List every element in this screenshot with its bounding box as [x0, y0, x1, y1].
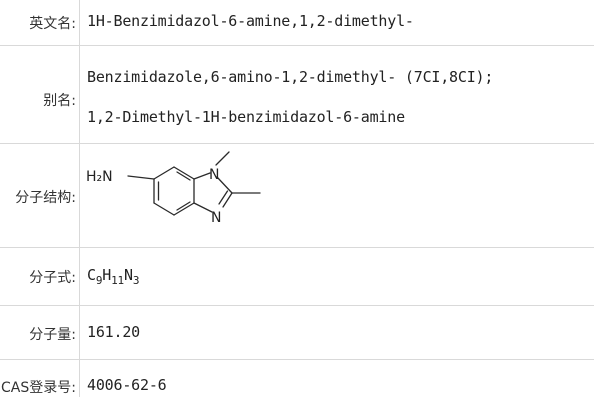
- column-divider: [79, 0, 80, 397]
- cas-value: 4006-62-6: [87, 376, 167, 394]
- weight-label: 分子量:: [29, 327, 76, 343]
- double-bond-c2-n3: [218, 190, 229, 205]
- bond-c7-c8: [153, 202, 175, 216]
- bond-c4-c5: [173, 166, 195, 180]
- formula-count: 9: [95, 274, 103, 287]
- formula-element: H: [102, 266, 112, 284]
- bond-c6-c7: [173, 202, 195, 216]
- alias-line-2: 1,2-Dimethyl-1H-benzimidazol-6-amine: [87, 108, 405, 126]
- bond-c9-c4: [153, 166, 175, 180]
- double-bond-inner-2: [176, 201, 191, 211]
- row-weight: 分子量: 161.20: [0, 306, 594, 360]
- bond-c5-n1: [193, 172, 211, 180]
- bond-n1-methyl: [215, 151, 230, 166]
- bond-n3-c6: [193, 202, 213, 213]
- formula-value: C9H11N3: [87, 266, 140, 287]
- weight-value: 161.20: [87, 323, 140, 341]
- english-name-value: 1H-Benzimidazol-6-amine,1,2-dimethyl-: [87, 12, 414, 30]
- molecule-structure-diagram: H₂N N N: [86, 151, 261, 226]
- row-formula: 分子式: C9H11N3: [0, 248, 594, 306]
- bond-c2-n3: [222, 192, 233, 208]
- bond-amine: [127, 175, 155, 180]
- formula-label: 分子式:: [29, 270, 76, 286]
- formula-element: C: [87, 266, 96, 284]
- row-cas: CAS登录号: 4006-62-6: [0, 360, 594, 397]
- atom-label-amine: H₂N: [86, 169, 113, 185]
- formula-count: 11: [111, 274, 124, 287]
- atom-label-n1: N: [209, 167, 219, 183]
- english-name-label: 英文名:: [29, 16, 76, 32]
- row-alias: 别名: Benzimidazole,6-amino-1,2-dimethyl- …: [0, 46, 594, 144]
- formula-element: N: [123, 266, 133, 284]
- row-structure: 分子结构:: [0, 144, 594, 248]
- double-bond-inner-1: [176, 171, 191, 181]
- structure-label: 分子结构:: [15, 190, 76, 206]
- bond-n1-c2: [216, 176, 233, 194]
- alias-label: 别名:: [43, 93, 76, 109]
- alias-line-1: Benzimidazole,6-amino-1,2-dimethyl- (7CI…: [87, 68, 494, 86]
- atom-label-n3: N: [211, 210, 221, 226]
- row-english-name: 英文名: 1H-Benzimidazol-6-amine,1,2-dimethy…: [0, 0, 594, 46]
- cas-label: CAS登录号:: [1, 380, 76, 396]
- formula-count: 3: [132, 274, 140, 287]
